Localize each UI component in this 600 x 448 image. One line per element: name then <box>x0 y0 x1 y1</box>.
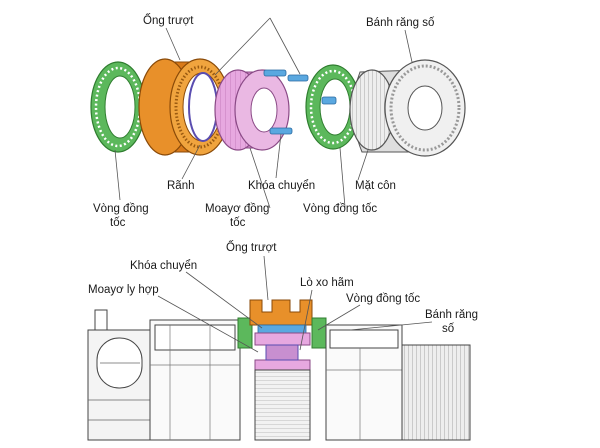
label-synchro-ring-right: Vòng đồng tốc <box>303 203 377 215</box>
shift-keys <box>263 69 309 135</box>
leader-lines-top <box>114 17 413 209</box>
label-synchro-ring-left-2: tốc <box>110 217 126 229</box>
label-synchro-ring-bottom: Vòng đồng tốc <box>346 293 420 305</box>
label-clutch-hub: Moayơ ly hợp <box>88 284 159 296</box>
synchro-ring-left <box>90 61 146 153</box>
label-speed-gear-top: Bánh răng số <box>366 17 435 29</box>
label-sleeve-bottom: Ống trượt <box>226 240 277 254</box>
label-hub-2: tốc <box>230 217 246 229</box>
cross-section-view <box>87 255 471 441</box>
label-shift-key-bottom: Khóa chuyển <box>130 260 197 272</box>
sleeve <box>138 58 231 156</box>
label-retaining-spring: Lò xo hãm <box>300 277 354 289</box>
label-speed-gear-bottom-1: Bánh răng <box>425 309 478 321</box>
label-synchro-ring-left-1: Vòng đồng <box>93 203 149 215</box>
label-cone-face: Mặt côn <box>355 180 396 192</box>
bottom-labels: Ống trượt Khóa chuyển Lò xo hãm Moayơ ly… <box>88 240 478 335</box>
label-speed-gear-bottom-2: số <box>442 323 455 335</box>
label-hub-1: Moayơ đồng <box>205 203 269 215</box>
speed-gear <box>349 59 466 157</box>
label-groove: Rãnh <box>167 180 195 192</box>
label-shift-key-top: Khóa chuyển <box>248 180 315 192</box>
hub <box>214 69 290 151</box>
top-labels: Ống trượt Bánh răng số Rãnh Khóa chuyển … <box>93 13 435 229</box>
label-sleeve-top: Ống trượt <box>143 13 194 27</box>
synchro-ring-right <box>305 64 361 150</box>
exploded-view <box>90 17 466 209</box>
